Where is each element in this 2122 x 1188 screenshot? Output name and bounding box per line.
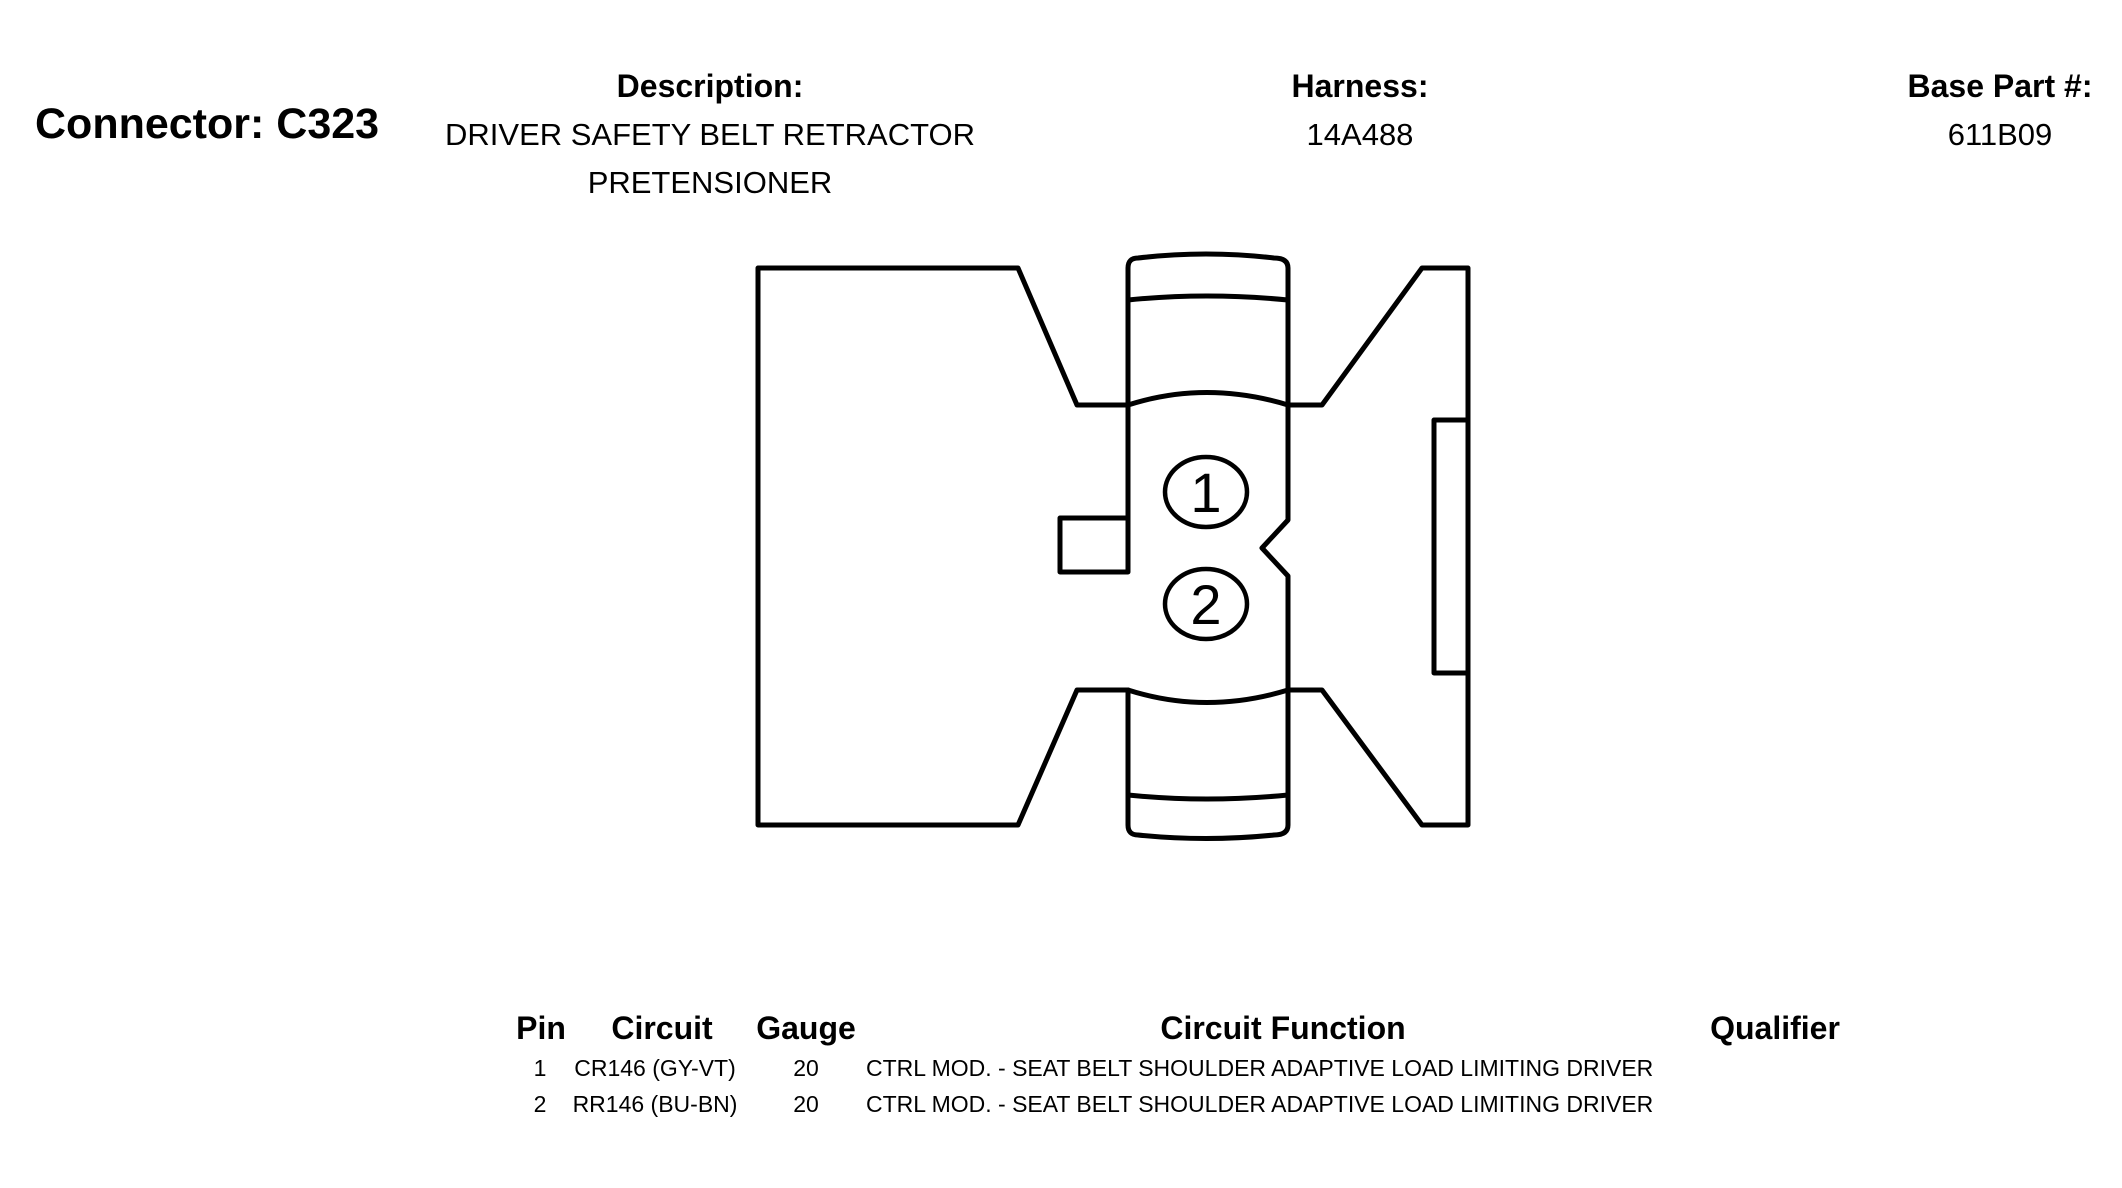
row-2-pin: 2 — [533, 1091, 547, 1117]
pin-1-cavity — [1162, 454, 1250, 530]
row-2-circuit: RR146 (BU-BN) — [572, 1091, 738, 1117]
table-header-gauge: Gauge — [756, 1010, 856, 1046]
base-part-block: Base Part #: 611B09 — [1860, 68, 2122, 153]
pin-2-label: 2 — [1190, 573, 1221, 636]
connector-center-column — [1125, 251, 1291, 841]
connector-right-latch — [1431, 417, 1471, 676]
pin-1-label: 1 — [1190, 461, 1221, 524]
connector-top-arc — [1125, 390, 1291, 408]
connector-bottom-tab-line — [1125, 792, 1291, 802]
table-header-circuit: Circuit — [611, 1010, 713, 1046]
connector-bottom-arc — [1125, 687, 1291, 705]
base-part-value: 611B09 — [1947, 117, 2053, 152]
description-line-2: PRETENSIONER — [587, 165, 833, 200]
description-line-1: DRIVER SAFETY BELT RETRACTOR — [445, 117, 975, 152]
row-1-circuit: CR146 (GY-VT) — [574, 1055, 736, 1081]
table-header-pin: Pin — [516, 1010, 566, 1046]
row-2-gauge: 20 — [793, 1091, 819, 1117]
description-block: Description: DRIVER SAFETY BELT RETRACTO… — [420, 68, 1000, 201]
harness-value: 14A488 — [1306, 117, 1414, 152]
connector-right-body — [1285, 265, 1471, 828]
base-part-label: Base Part #: — [1907, 68, 2093, 104]
row-1-pin: 1 — [533, 1055, 547, 1081]
pin-2-cavity — [1162, 566, 1250, 642]
row-1-function: CTRL MOD. - SEAT BELT SHOULDER ADAPTIVE … — [866, 1055, 1654, 1081]
connector-top-tab-line — [1125, 293, 1291, 303]
harness-label: Harness: — [1291, 68, 1429, 104]
connector-title: Connector: C323 — [35, 100, 380, 148]
connector-left-body — [755, 265, 1131, 828]
table-header-qualifier: Qualifier — [1710, 1010, 1840, 1046]
description-label: Description: — [616, 68, 804, 104]
harness-block: Harness: 14A488 — [1220, 68, 1500, 153]
table-header-circuit-function: Circuit Function — [1160, 1010, 1406, 1046]
row-2-function: CTRL MOD. - SEAT BELT SHOULDER ADAPTIVE … — [866, 1091, 1654, 1117]
row-1-gauge: 20 — [793, 1055, 819, 1081]
